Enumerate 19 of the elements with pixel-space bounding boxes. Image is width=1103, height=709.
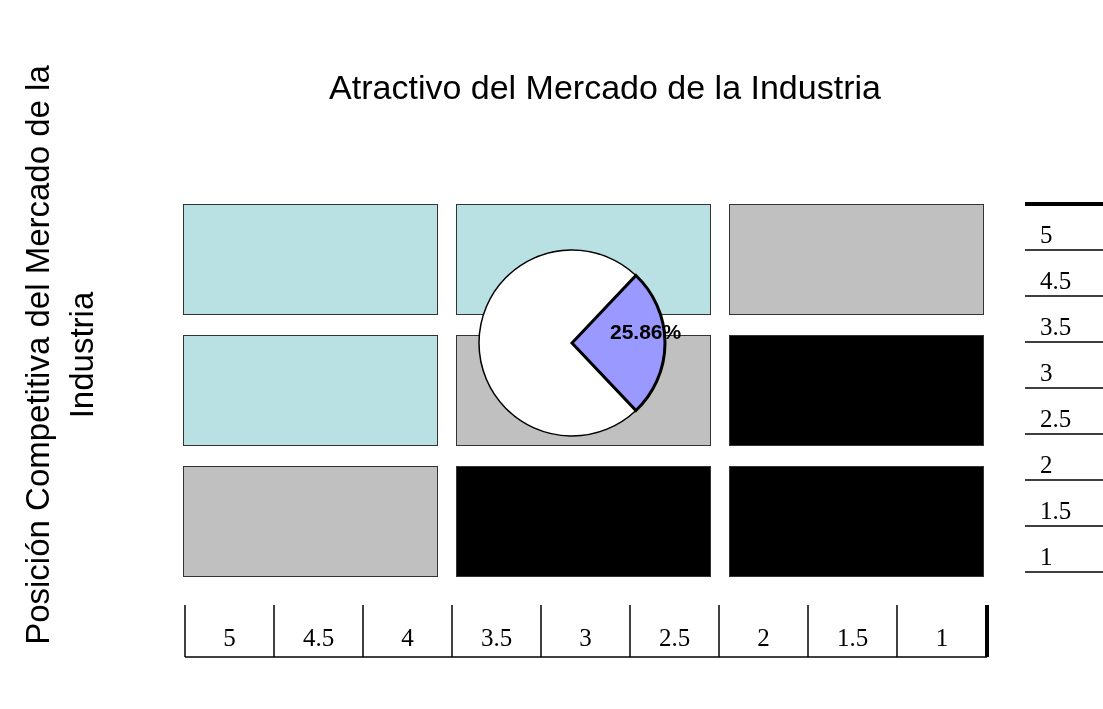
- scale-value: 2.5: [657, 624, 692, 652]
- axis-title: Posición Competitiva del Mercado de la Industria: [18, 64, 101, 647]
- scale-value: 3.5: [1040, 313, 1072, 341]
- scale-value: 5: [1040, 221, 1053, 249]
- scale-value: 3: [578, 624, 593, 652]
- scale-value: 4.5: [1040, 267, 1072, 295]
- scale-value: 3.5: [479, 624, 514, 652]
- scale-value: 2: [756, 624, 771, 652]
- scale-value: 1: [1040, 543, 1053, 571]
- scale-value: 2: [1040, 451, 1053, 479]
- scale-value: 5: [222, 624, 237, 652]
- axis-title: Atractivo del Mercado de la Industria: [328, 68, 882, 107]
- scale-value: 1: [934, 624, 950, 652]
- scale-value: 1.5: [1040, 497, 1072, 525]
- scale-value: 4: [400, 624, 415, 652]
- scale-value: 4.5: [301, 624, 336, 652]
- scale-value: 3: [1040, 359, 1053, 387]
- scale-value: 1.5: [835, 624, 870, 652]
- scale-value: 2.5: [1040, 405, 1072, 433]
